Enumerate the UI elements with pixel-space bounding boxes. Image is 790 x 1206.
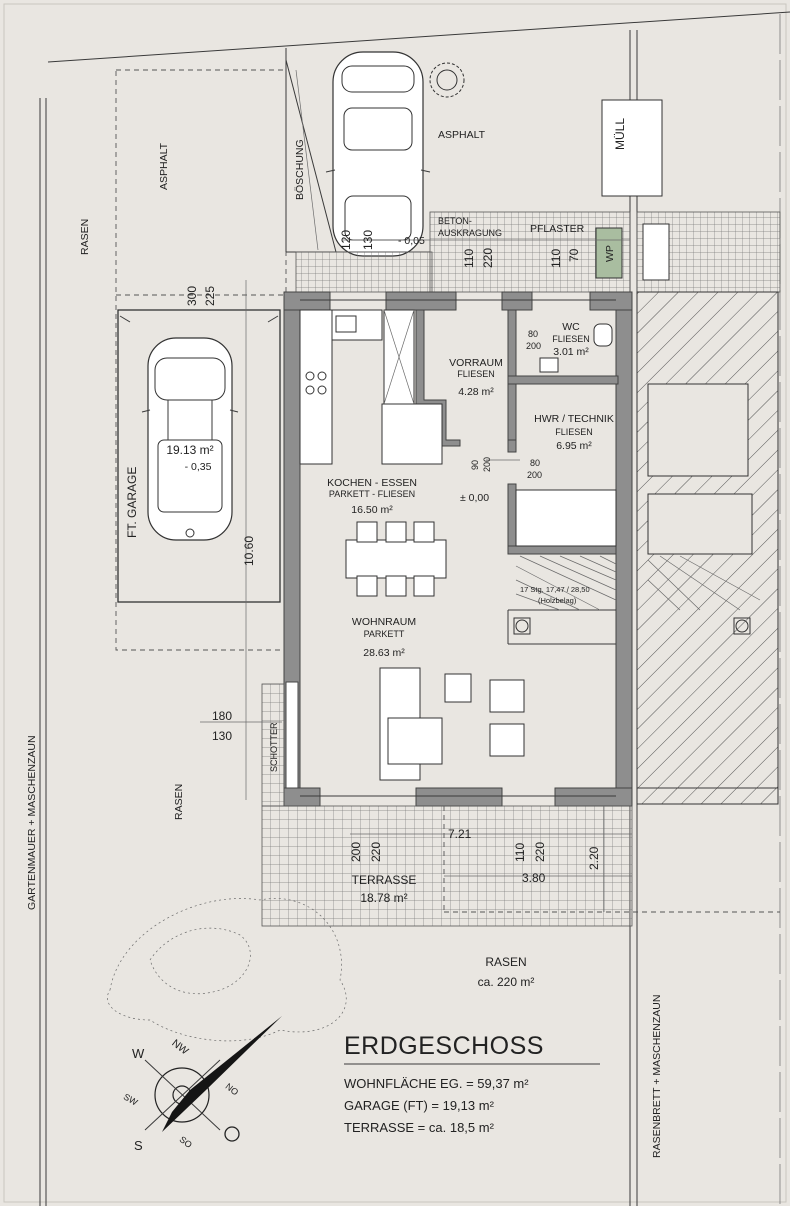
label-stair-material: (Holzbelag) (538, 596, 577, 605)
label-rasenbrett: RASENBRETT + MASCHENZAUN (651, 995, 663, 1158)
kitchen (299, 309, 443, 465)
compass-icon (144, 1016, 282, 1142)
room-kochen-name: KOCHEN - ESSEN (327, 477, 417, 489)
house-walls (283, 291, 633, 807)
svg-text:NO: NO (224, 1081, 241, 1097)
svg-text:SO: SO (178, 1134, 194, 1150)
neighbor-house (636, 291, 779, 805)
dimension-labels: 300 225 10.60 180 130 120 130 110 220 11… (185, 230, 601, 885)
room-hwr-area: 6.95 m² (556, 440, 592, 452)
bushes (107, 898, 347, 1042)
car-garage-icon (141, 337, 239, 541)
label-asphalt-left: ASPHALT (158, 142, 170, 190)
svg-text:200: 200 (482, 457, 492, 472)
svg-text:70: 70 (567, 248, 581, 262)
room-rasen-area: ca. 220 m² (478, 975, 535, 989)
room-vorraum-floor: FLIESEN (457, 369, 495, 379)
svg-text:80: 80 (530, 458, 540, 468)
dimension-lines (200, 239, 632, 912)
room-wc-name: WC (562, 321, 580, 333)
label-asphalt-top: ASPHALT (438, 129, 486, 141)
stairs (513, 489, 617, 635)
svg-text:90: 90 (470, 460, 480, 470)
svg-text:200: 200 (527, 470, 542, 480)
svg-text:200: 200 (349, 842, 363, 862)
svg-text:3.80: 3.80 (522, 871, 546, 885)
label-auskragung: AUSKRAGUNG (438, 228, 502, 238)
page-frame (3, 3, 787, 1203)
svg-text:80: 80 (528, 329, 538, 339)
label-level-zero: ± 0,00 (460, 492, 489, 504)
svg-text:120: 120 (339, 230, 353, 250)
svg-text:130: 130 (361, 230, 375, 250)
svg-text:10.60: 10.60 (242, 536, 256, 566)
label-level-entry: - 0,05 (398, 235, 425, 247)
room-garage-level: - 0,35 (185, 461, 212, 473)
svg-text:7.21: 7.21 (448, 827, 472, 841)
summary-terrasse: TERRASSE = ca. 18,5 m² (344, 1120, 495, 1135)
car-top-icon (325, 51, 431, 257)
svg-text:110: 110 (549, 249, 563, 268)
wc-fixtures (539, 323, 613, 373)
room-kochen-area: 16.50 m² (351, 504, 393, 516)
svg-text:225: 225 (203, 286, 217, 306)
svg-text:110: 110 (462, 249, 476, 268)
svg-text:220: 220 (481, 248, 495, 268)
svg-text:180: 180 (212, 709, 232, 723)
room-wohnraum-area: 28.63 m² (363, 647, 405, 659)
label-wp: WP (604, 245, 616, 262)
plan-labels: ASPHALT ASPHALT BÖSCHUNG MÜLL BETON- AUS… (26, 118, 663, 1158)
room-rasen-name: RASEN (485, 955, 526, 969)
svg-text:W: W (132, 1046, 145, 1061)
label-rasen-left-top: RASEN (79, 219, 91, 255)
svg-text:220: 220 (369, 842, 383, 862)
pflaster-area (295, 211, 781, 293)
label-gartenmauer: GARTENMAUER + MASCHENZAUN (26, 735, 38, 910)
label-schotter: SCHOTTER (269, 722, 279, 772)
room-garage-name: FT. GARAGE (125, 467, 139, 538)
label-boeschung: BÖSCHUNG (294, 139, 306, 200)
svg-text:300: 300 (185, 286, 199, 306)
room-kochen-floor: PARKETT - FLIESEN (329, 489, 415, 499)
room-terrasse-name: TERRASSE (352, 873, 417, 887)
terrace (261, 683, 780, 927)
label-muell: MÜLL (613, 118, 627, 150)
muell-bin (601, 99, 663, 197)
summary-wohnflaeche: WOHNFLÄCHE EG. = 59,37 m² (344, 1076, 529, 1091)
room-wohnraum-name: WOHNRAUM (352, 616, 416, 628)
svg-text:S: S (134, 1138, 143, 1153)
svg-text:NW: NW (169, 1037, 190, 1057)
room-vorraum-area: 4.28 m² (458, 386, 494, 398)
room-hwr-floor: FLIESEN (555, 427, 593, 437)
svg-text:110: 110 (513, 843, 527, 862)
dining-table (345, 521, 447, 597)
svg-text:220: 220 (533, 842, 547, 862)
living-furniture (379, 609, 616, 781)
svg-text:SW: SW (122, 1092, 140, 1108)
room-garage-area: 19.13 m² (166, 443, 213, 457)
label-stair: 17 Stg. 17,47 / 28,50 (520, 585, 590, 594)
svg-text:2.20: 2.20 (587, 846, 601, 870)
room-vorraum-name: VORRAUM (449, 357, 503, 369)
compass-labels: W NW SW S SO NO (122, 1037, 241, 1153)
label-rasen-left-bottom: RASEN (173, 784, 185, 820)
label-pflaster: PFLASTER (530, 223, 585, 235)
room-wc-area: 3.01 m² (553, 346, 589, 358)
page-title: ERDGESCHOSS (344, 1032, 544, 1060)
room-wohnraum-floor: PARKETT (364, 629, 405, 639)
tree-icon (429, 62, 465, 98)
room-wc-floor: FLIESEN (552, 334, 590, 344)
room-hwr-name: HWR / TECHNIK (534, 413, 614, 425)
room-terrasse-area: 18.78 m² (360, 891, 407, 905)
label-beton: BETON- (438, 216, 472, 226)
svg-text:200: 200 (526, 341, 541, 351)
title-block: ERDGESCHOSS WOHNFLÄCHE EG. = 59,37 m² GA… (344, 1032, 544, 1135)
svg-text:130: 130 (212, 729, 232, 743)
summary-garage: GARAGE (FT) = 19,13 m² (344, 1098, 495, 1113)
